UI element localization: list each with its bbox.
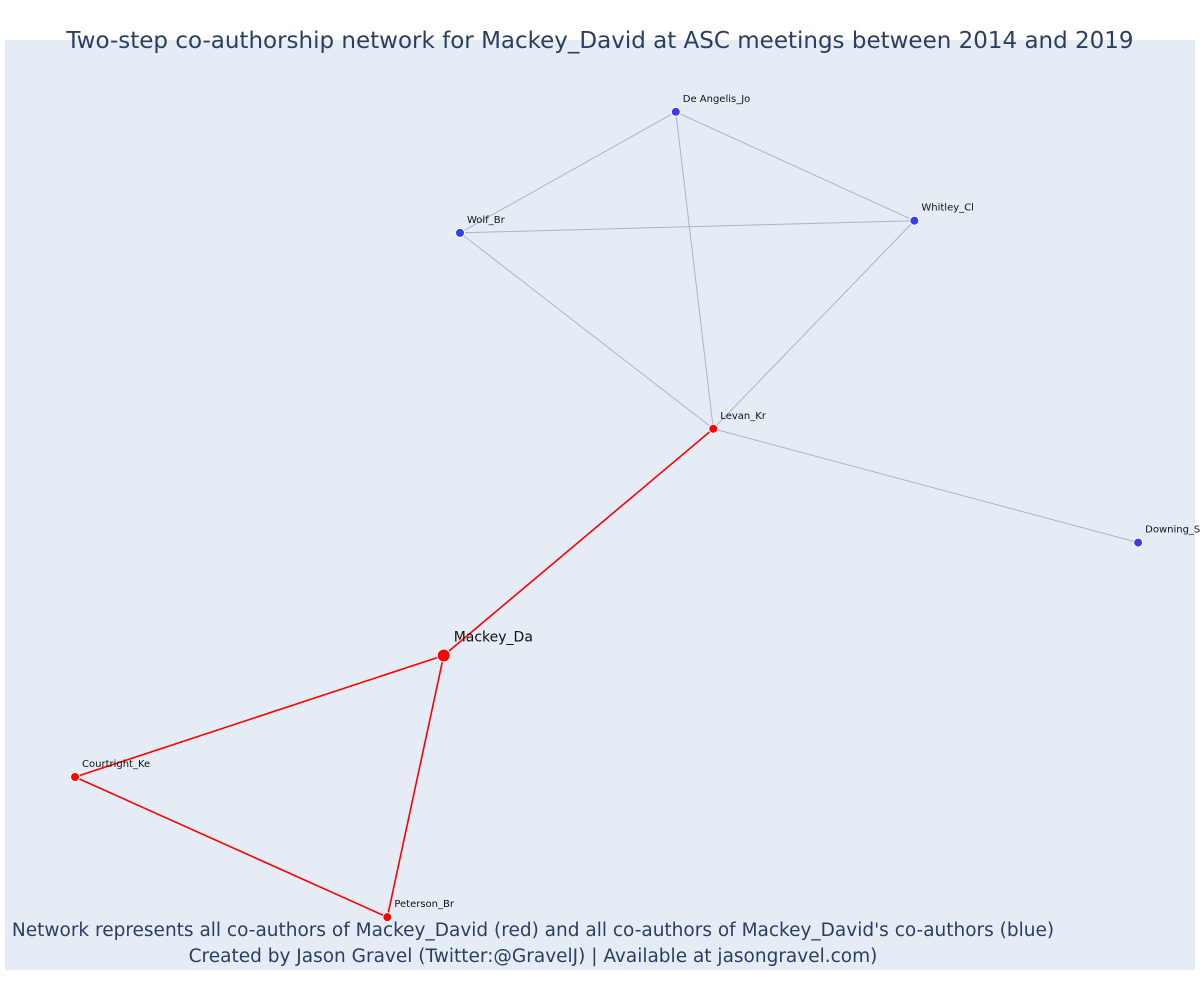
node-wolf_br[interactable] [454, 227, 465, 238]
node-courtright_ke[interactable] [70, 771, 81, 782]
labels-layer: Mackey_Da Levan_KrCourtright_KePeterson_B… [82, 94, 1200, 910]
node-label-de-angelis_jo: De Angelis_Jo [683, 94, 751, 105]
node-mackey_da[interactable] [436, 648, 451, 663]
node-label-mackey_da: Mackey_Da [454, 629, 533, 645]
edge-mackey_da-peterson_br [386, 655, 445, 918]
node-peterson_br[interactable] [382, 912, 393, 923]
node-label-downing_st: Downing_St [1145, 525, 1200, 536]
node-label-courtright_ke: Courtright_Ke [82, 759, 150, 770]
edge-courtright_ke-peterson_br [74, 776, 388, 918]
node-label-levan_kr: Levan_Kr [720, 411, 766, 422]
node-label-wolf_br: Wolf_Br [467, 215, 506, 226]
edge-wolf_br-whitley_cl [459, 220, 915, 234]
edges-layer [74, 111, 1139, 918]
edge-levan_kr-whitley_cl [712, 220, 915, 430]
node-levan_kr[interactable] [708, 423, 719, 434]
edge-levan_kr-downing_st [713, 428, 1139, 544]
caption-line-1: Network represents all co-authors of Mac… [11, 920, 1055, 941]
nodes-layer [70, 106, 1144, 923]
edge-de-angelis_jo-wolf_br [459, 111, 676, 234]
node-de-angelis_jo[interactable] [670, 106, 681, 117]
edge-levan_kr-wolf_br [459, 232, 714, 430]
chart-title: Two-step co-authorship network for Macke… [66, 28, 1134, 54]
chart-caption: Network represents all co-authors of Mac… [0, 918, 1066, 970]
edge-mackey_da-levan_kr [443, 428, 714, 657]
edge-mackey_da-courtright_ke [74, 654, 444, 778]
node-label-peterson_br: Peterson_Br [394, 899, 455, 910]
caption-line-2: Created by Jason Gravel (Twitter:@Gravel… [188, 946, 878, 967]
edge-de-angelis_jo-whitley_cl [675, 111, 915, 222]
node-whitley_cl[interactable] [909, 215, 920, 226]
node-downing_st[interactable] [1133, 537, 1144, 548]
edge-levan_kr-de-angelis_jo [675, 111, 714, 429]
node-label-whitley_cl: Whitley_Cl [921, 203, 974, 214]
